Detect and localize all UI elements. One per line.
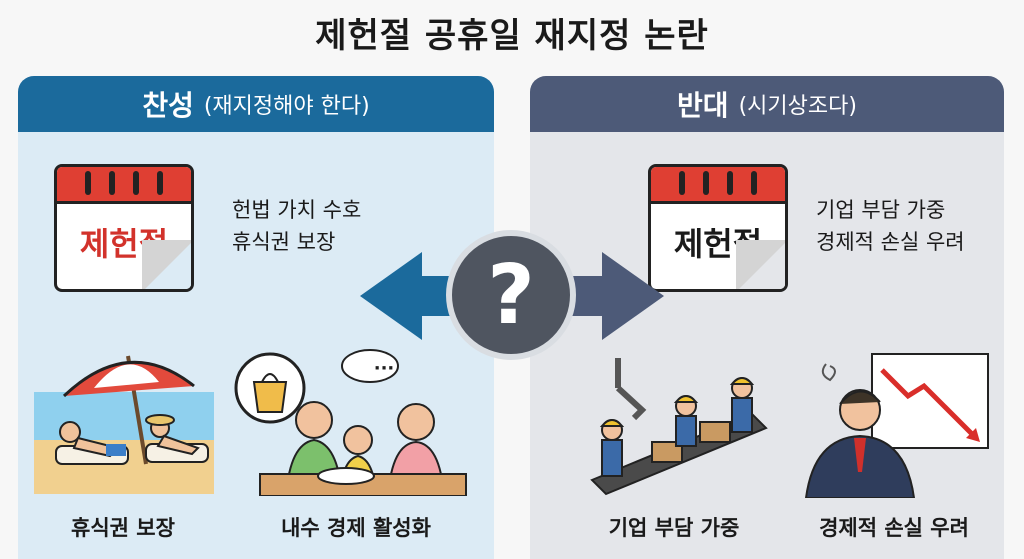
page-title: 제헌절 공휴일 재지정 논란 (315, 16, 709, 56)
beach-umbrella-icon (34, 355, 214, 494)
shopping-bag-icon (252, 381, 288, 413)
pro-header: 찬성 (재지정해야 한다) (18, 76, 494, 132)
calendar-icon: 제헌절 (54, 164, 194, 292)
stock-decline-icon (804, 353, 989, 498)
calendar-icon: 제헌절 (648, 164, 788, 292)
pro-caption-2: 내수 경제 활성화 (281, 516, 431, 540)
con-subheading: (시기상조다) (738, 94, 857, 119)
con-panel: 반대 (시기상조다) 제헌절 기업 부담 가중 경제적 손실 우려 (530, 76, 1004, 559)
con-heading: 반대 (677, 89, 729, 122)
con-point-1: 기업 부담 가중 (816, 198, 946, 222)
con-caption-2: 경제적 손실 우려 (819, 516, 969, 540)
con-header: 반대 (시기상조다) (530, 76, 1004, 132)
double-arrow-icon (360, 252, 664, 340)
pro-caption-1: 휴식권 보장 (71, 516, 175, 540)
factory-conveyor-icon (590, 358, 768, 496)
pro-subheading: (재지정해야 한다) (203, 94, 370, 119)
pro-heading: 찬성 (142, 89, 194, 122)
pro-point-1: 헌법 가치 수호 (232, 198, 362, 222)
speech-bubble-dots: ··· (373, 358, 395, 379)
family-dining-icon (234, 349, 467, 496)
con-caption-1: 기업 부담 가중 (608, 516, 740, 540)
con-point-2: 경제적 손실 우려 (816, 230, 965, 254)
pro-point-2: 휴식권 보장 (232, 230, 336, 254)
question-icon: ? (446, 230, 576, 360)
